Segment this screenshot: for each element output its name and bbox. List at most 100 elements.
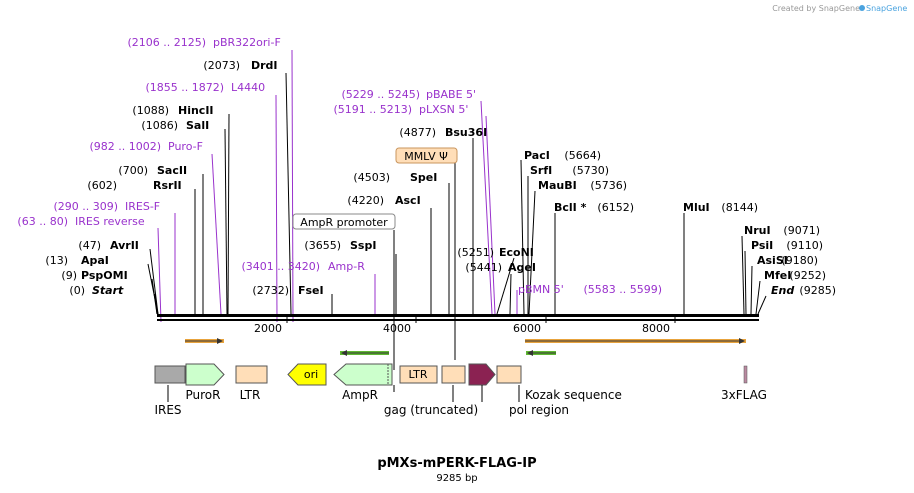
site-srfi-name: SrfI xyxy=(530,164,552,177)
primer-pbabe5-range: (5229 .. 5245) xyxy=(341,88,420,101)
tick-label-2000: 2000 xyxy=(254,322,282,335)
site-fsei-name: FseI xyxy=(298,284,324,297)
site-agei-pos: (5441) xyxy=(465,261,502,274)
site-bsu36i-pos: (4877) xyxy=(399,126,436,139)
site-spei-name: SpeI xyxy=(410,171,437,184)
primer-l4440-range: (1855 .. 1872) xyxy=(145,81,224,94)
primer-pbmn5-name: pBMN 5' xyxy=(518,283,564,296)
site-mfei-pos: (9252) xyxy=(789,269,826,282)
site-bcli-pos: (6152) xyxy=(597,201,634,214)
plasmid-length: 9285 bp xyxy=(436,473,477,484)
site-pspomi-name: PspOMI xyxy=(81,269,128,282)
svg-text:LTR: LTR xyxy=(409,368,428,381)
tick-label-6000: 6000 xyxy=(513,322,541,335)
site-agei-name: AgeI xyxy=(508,261,536,274)
orf-arrows xyxy=(185,338,746,356)
primer-purof-range: (982 .. 1002) xyxy=(89,140,161,153)
site-mfei-name: MfeI xyxy=(764,269,791,282)
site-asci-name: AscI xyxy=(395,194,421,207)
primer-plxsn5-range: (5191 .. 5213) xyxy=(333,103,412,116)
site-econi-name: EcoNI xyxy=(499,246,534,259)
site-paci-name: PacI xyxy=(524,149,550,162)
site-start-name: Start xyxy=(92,284,124,297)
feature-ampr: AmpR xyxy=(333,363,393,402)
primer-pbr322orif-name: pBR322ori-F xyxy=(213,36,281,49)
site-sacii-pos: (700) xyxy=(118,164,148,177)
site-nrui-pos: (9071) xyxy=(783,224,820,237)
site-start-pos: (0) xyxy=(69,284,85,297)
primer-pbr322orif-range: (2106 .. 2125) xyxy=(127,36,206,49)
site-sspi-name: SspI xyxy=(350,239,376,252)
primer-iresreverse-range: (63 .. 80) xyxy=(17,215,68,228)
feature-gag: gag (truncated) xyxy=(384,365,478,417)
snapgene-logo-icon: SnapGene xyxy=(859,4,907,13)
feature-mperk xyxy=(468,363,496,386)
site-psii-pos: (9110) xyxy=(786,239,823,252)
feature-ltr-2: LTR xyxy=(399,365,438,384)
site-nrui-name: NruI xyxy=(744,224,771,237)
site-psii-name: PsiI xyxy=(751,239,773,252)
site-asisi-name: AsiSI xyxy=(757,254,788,267)
feature-3xflag: 3xFLAG xyxy=(721,365,767,402)
site-spei-pos: (4503) xyxy=(353,171,390,184)
ampr-promoter-label: AmpR promoter xyxy=(292,213,396,230)
svg-text:SnapGene: SnapGene xyxy=(866,4,907,13)
site-maubi-pos: (5736) xyxy=(590,179,627,192)
primer-iresreverse-name: IRES reverse xyxy=(75,215,145,228)
svg-text:LTR: LTR xyxy=(240,388,261,402)
feature-pol-region: pol region xyxy=(496,365,569,417)
site-bcli-name: BclI * xyxy=(554,201,587,214)
primer-plxsn5-name: pLXSN 5' xyxy=(419,103,468,116)
svg-text:IRES: IRES xyxy=(154,403,181,417)
site-drdi-name: DrdI xyxy=(251,59,278,72)
feature-kozak-label: Kozak sequence xyxy=(525,388,622,402)
site-bsu36i-name: Bsu36I xyxy=(445,126,487,139)
feature-puror: PuroR xyxy=(185,363,225,402)
site-asisi-pos: (9180) xyxy=(781,254,818,267)
svg-text:ori: ori xyxy=(304,368,318,381)
tick-label-8000: 8000 xyxy=(642,322,670,335)
site-rsrii-pos: (602) xyxy=(87,179,117,192)
site-apai-pos: (13) xyxy=(45,254,68,267)
site-drdi-pos: (2073) xyxy=(203,59,240,72)
site-sali-pos: (1086) xyxy=(141,119,178,132)
primer-pbmn5-range: (5583 .. 5599) xyxy=(583,283,662,296)
site-sali-name: SalI xyxy=(186,119,209,132)
primer-pbabe5-name: pBABE 5' xyxy=(426,88,476,101)
primer-iresf-name: IRES-F xyxy=(125,200,160,213)
svg-text:3xFLAG: 3xFLAG xyxy=(721,388,767,402)
site-mlui-name: MluI xyxy=(683,201,710,214)
site-maubi-name: MauBI xyxy=(538,179,577,192)
site-sacii-name: SacII xyxy=(157,164,187,177)
site-end-name: End xyxy=(771,284,794,297)
feature-ltr-1: LTR xyxy=(235,365,268,402)
site-asci-pos: (4220) xyxy=(347,194,384,207)
tick-label-4000: 4000 xyxy=(383,322,411,335)
primer-ampr-name: Amp-R xyxy=(328,260,365,273)
primer-l4440-name: L4440 xyxy=(231,81,265,94)
site-mlui-pos: (8144) xyxy=(721,201,758,214)
primer-ampr-range: (3401 .. 3420) xyxy=(241,260,320,273)
watermark: Created by SnapGene xyxy=(772,4,860,13)
site-apai-name: ApaI xyxy=(81,254,109,267)
svg-text:AmpR: AmpR xyxy=(342,388,378,402)
site-end-pos: (9285) xyxy=(799,284,836,297)
site-srfi-pos: (5730) xyxy=(572,164,609,177)
primer-iresf-range: (290 .. 309) xyxy=(53,200,118,213)
site-fsei-pos: (2732) xyxy=(252,284,289,297)
plasmid-title: pMXs-mPERK-FLAG-IP xyxy=(377,456,536,471)
svg-text:pol region: pol region xyxy=(509,403,569,417)
feature-ori: ori xyxy=(287,363,327,386)
site-hincii-name: HincII xyxy=(178,104,214,117)
svg-text:PuroR: PuroR xyxy=(186,388,221,402)
feature-ires: IRES xyxy=(154,365,186,417)
site-pspomi-pos: (9) xyxy=(61,269,77,282)
site-rsrii-name: RsrII xyxy=(153,179,182,192)
primer-purof-name: Puro-F xyxy=(168,140,203,153)
svg-text:AmpR promoter: AmpR promoter xyxy=(300,216,388,229)
mmlv-psi-label: MMLV Ψ xyxy=(395,147,458,164)
site-sspi-pos: (3655) xyxy=(304,239,341,252)
site-paci-pos: (5664) xyxy=(564,149,601,162)
backbone xyxy=(157,314,759,321)
